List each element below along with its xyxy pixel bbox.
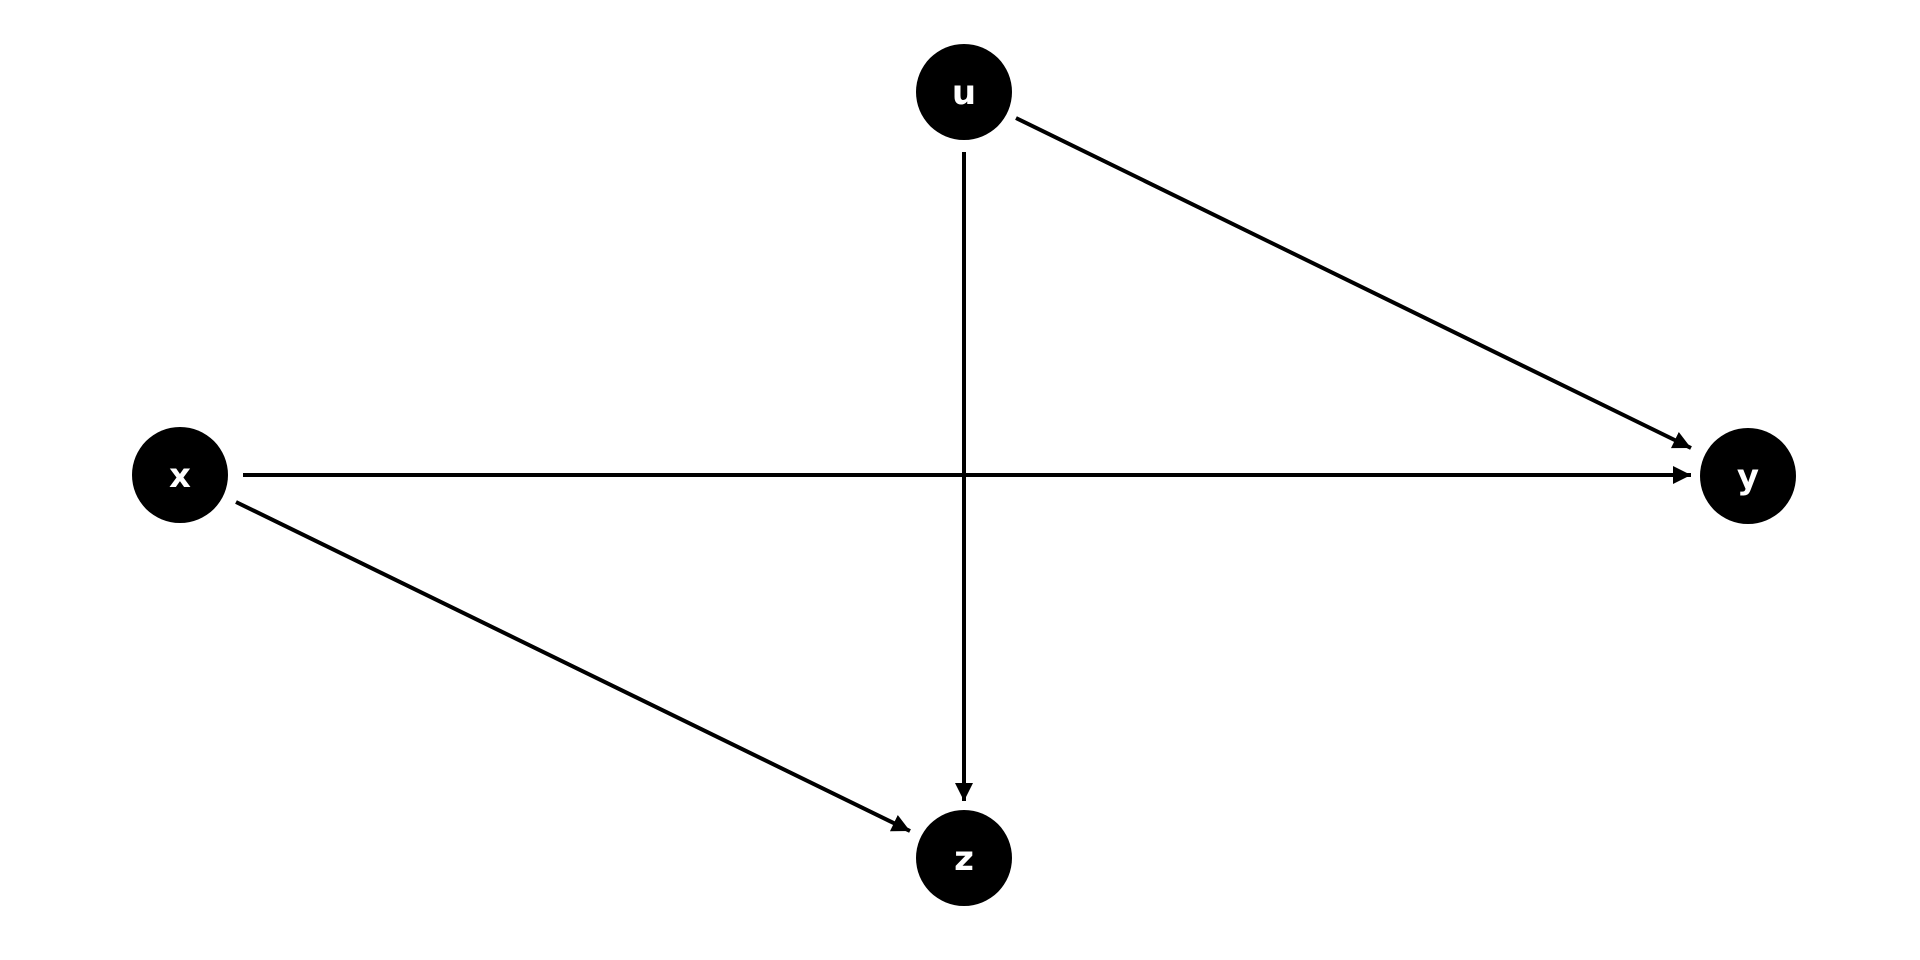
node-circle-y <box>1700 428 1796 524</box>
edges-layer <box>235 116 1692 833</box>
edge-u-to-y <box>1015 116 1692 450</box>
node-circle-z <box>916 810 1012 906</box>
node-label-y: y <box>1737 457 1759 497</box>
node-z: z <box>916 810 1012 906</box>
edge-x-to-z <box>235 500 911 833</box>
node-label-z: z <box>954 839 974 879</box>
node-label-x: x <box>169 456 191 496</box>
node-circle-x <box>132 427 228 523</box>
nodes-layer: u x y z <box>132 44 1796 906</box>
node-circle-u <box>916 44 1012 140</box>
node-x: x <box>132 427 228 523</box>
node-u: u <box>916 44 1012 140</box>
node-y: y <box>1700 428 1796 524</box>
node-label-u: u <box>952 73 976 113</box>
